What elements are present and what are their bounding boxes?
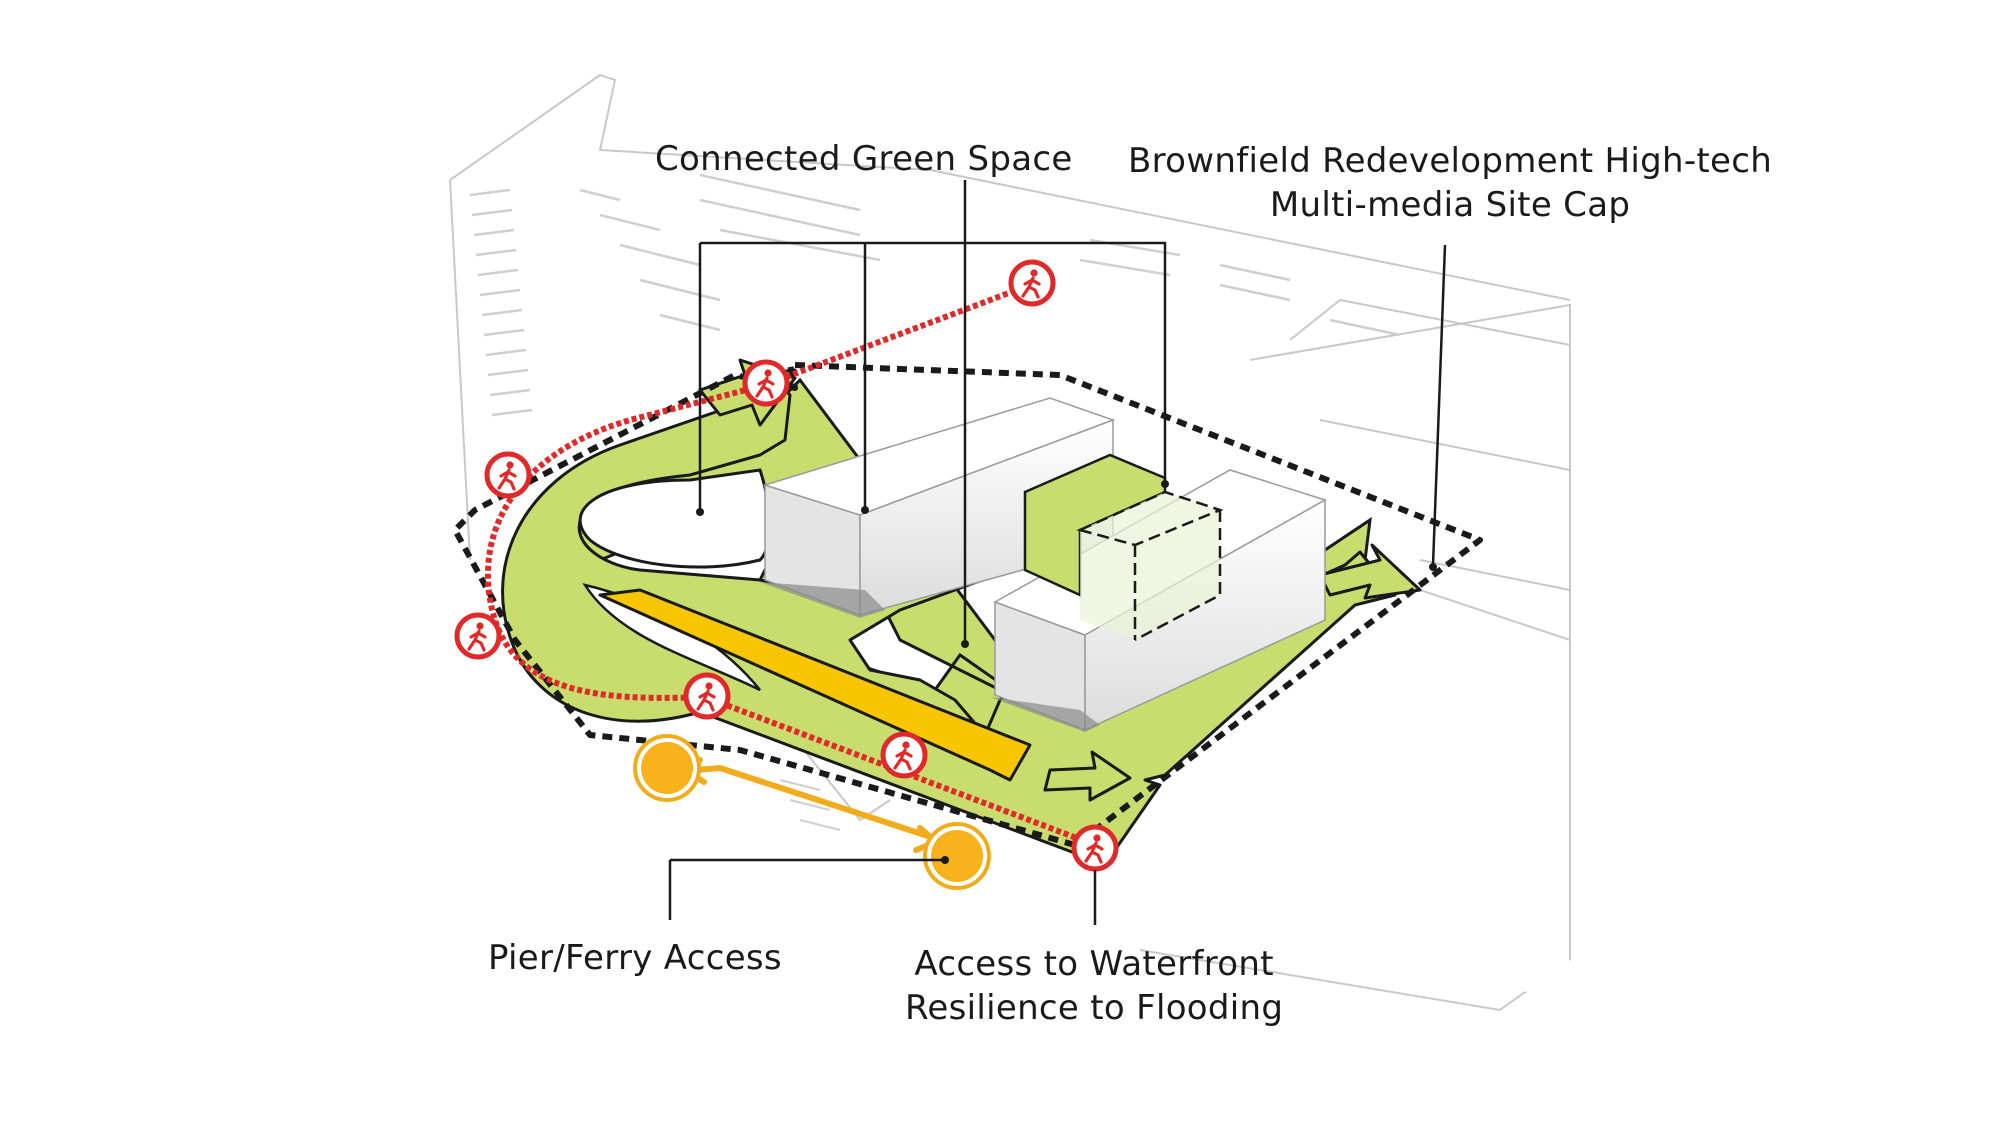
label-connected-green-space: Connected Green Space bbox=[655, 137, 1073, 181]
label-text: Brownfield Redevelopment High-tech bbox=[1128, 141, 1773, 181]
leader-dots bbox=[696, 480, 1437, 864]
leader-lines bbox=[668, 180, 1447, 925]
pedestrian-route bbox=[484, 282, 1097, 848]
ferry-stop-icon bbox=[923, 822, 991, 890]
label-text: Access to Waterfront bbox=[914, 944, 1274, 984]
label-pier-ferry-access: Pier/Ferry Access bbox=[488, 936, 782, 980]
pedestrian-icon bbox=[457, 615, 499, 657]
label-text: Resilience to Flooding bbox=[905, 988, 1284, 1028]
green-cube bbox=[1023, 453, 1224, 642]
waterfront-plane bbox=[1150, 880, 1570, 1000]
pedestrian-icon bbox=[487, 454, 529, 496]
green-arrow-east bbox=[1318, 543, 1422, 600]
label-access-to-waterfront: Access to Waterfront Resilience to Flood… bbox=[905, 942, 1283, 1030]
label-text: Multi-media Site Cap bbox=[1269, 185, 1631, 225]
pedestrian-icon bbox=[745, 362, 787, 404]
label-brownfield-redevelopment: Brownfield Redevelopment High-tech Multi… bbox=[1128, 139, 1772, 227]
ferry-stop-icon bbox=[633, 734, 701, 802]
pedestrian-icon bbox=[1074, 827, 1116, 869]
pedestrian-icon bbox=[1011, 262, 1053, 304]
yellow-promenade bbox=[598, 588, 1032, 782]
label-text: Connected Green Space bbox=[655, 139, 1073, 179]
pedestrian-icon bbox=[883, 734, 925, 776]
label-text: Pier/Ferry Access bbox=[488, 938, 782, 978]
pedestrian-icon bbox=[686, 675, 728, 717]
green-arrow-southeast bbox=[1043, 750, 1132, 802]
